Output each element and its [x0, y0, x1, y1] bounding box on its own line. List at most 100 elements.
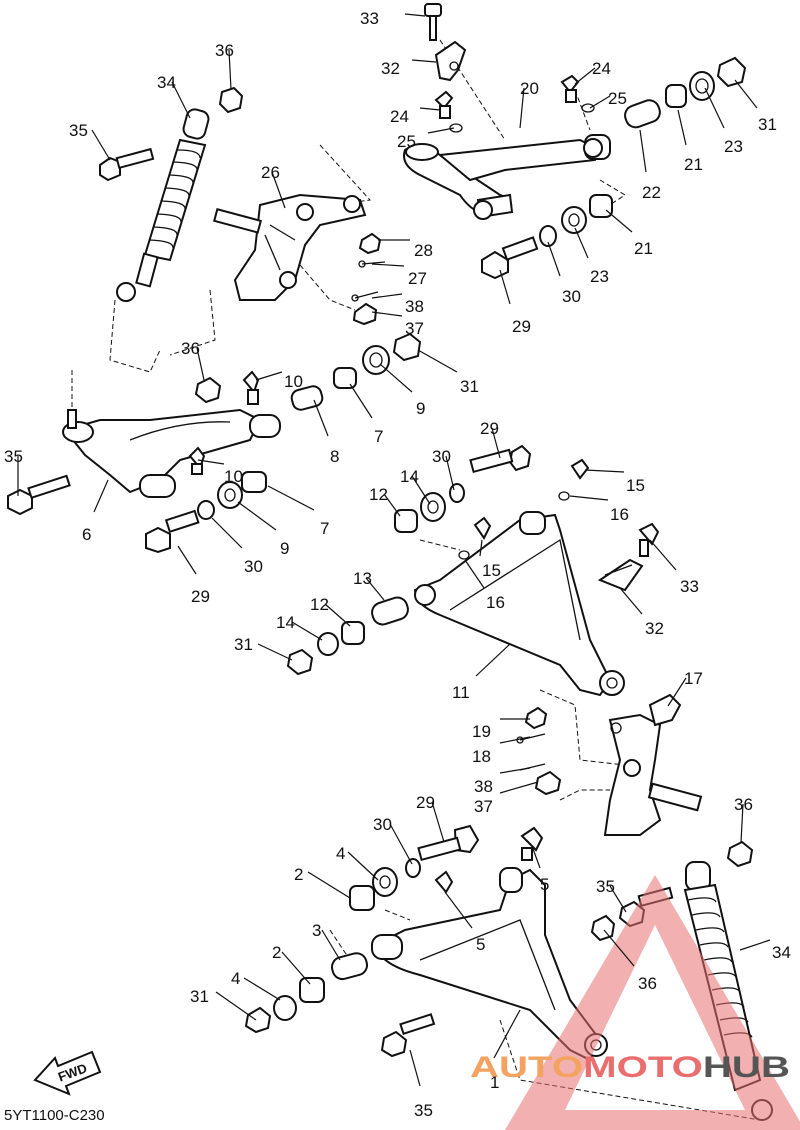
- callout-c18: 18: [472, 747, 491, 766]
- leader-line-c24a: [419, 107, 441, 111]
- leader-line-c7b: [267, 485, 315, 511]
- callout-c16b: 16: [486, 593, 505, 612]
- leader-line-c36a: [228, 49, 232, 91]
- bracket-32-top: [434, 40, 467, 82]
- callout-c15b: 15: [482, 561, 501, 580]
- callout-c29c: 29: [191, 587, 210, 606]
- callout-c13: 13: [353, 569, 372, 588]
- leader-line-c21a: [677, 109, 687, 146]
- callout-c35b: 35: [4, 447, 23, 466]
- callout-c23b: 23: [590, 267, 609, 286]
- bolt-29-left: [145, 509, 200, 554]
- lower-left-bushings-7-8-9-10: [188, 332, 422, 520]
- callout-c5a: 5: [540, 875, 549, 894]
- callout-c24a: 24: [390, 107, 409, 126]
- leader-line-c25b: [589, 95, 611, 109]
- nut-pin-27-28-37-38: [351, 232, 386, 326]
- callout-c14a: 14: [400, 467, 419, 486]
- leader-line-c30c: [211, 517, 243, 549]
- leader-line-c30a: [547, 241, 561, 277]
- callout-c22: 22: [642, 183, 661, 202]
- leader-line-c5b: [444, 891, 473, 929]
- leader-line-c22: [639, 129, 647, 173]
- callout-c12a: 12: [369, 485, 388, 504]
- callout-c8: 8: [330, 447, 339, 466]
- leader-line-c5a: [531, 845, 541, 869]
- leader-line-c13: [365, 577, 385, 601]
- leader-line-c36b: [196, 347, 205, 381]
- leader-line-c29a: [499, 269, 511, 305]
- callout-c24b: 24: [592, 59, 611, 78]
- callout-c14b: 14: [276, 613, 295, 632]
- callout-c20: 20: [520, 79, 539, 98]
- callout-c12b: 12: [310, 595, 329, 614]
- callout-c36a: 36: [215, 41, 234, 60]
- leader-line-c2a: [307, 871, 351, 899]
- shock-absorber-34-left: [99, 86, 244, 302]
- leader-line-c9b: [237, 501, 277, 531]
- callout-c9a: 9: [416, 399, 425, 418]
- callout-c31b: 31: [460, 377, 479, 396]
- watermark-part-a: AUTO: [470, 1051, 583, 1084]
- callout-c10b: 10: [224, 467, 243, 486]
- callout-c33a: 33: [360, 9, 379, 28]
- leader-line-c36c: [740, 803, 744, 843]
- leader-line-c34a: [171, 81, 191, 119]
- callout-c23a: 23: [724, 137, 743, 156]
- bracket-32-33-right: [597, 522, 660, 592]
- bolt-33-top: [424, 3, 442, 41]
- leader-line-c32a: [411, 59, 437, 63]
- leader-line-c15a: [584, 469, 625, 473]
- leader-line-c33b: [649, 539, 677, 571]
- callout-c38b: 38: [474, 777, 493, 796]
- leader-line-c12a: [383, 493, 401, 517]
- leader-line-c31a: [734, 79, 758, 109]
- callout-layer: 3332242520242531232122212330292628273837…: [4, 9, 791, 1120]
- callout-c30d: 30: [373, 815, 392, 834]
- watermark-part-b: MOTO: [583, 1051, 703, 1084]
- leader-line-c38b: [499, 767, 531, 774]
- callout-c5b: 5: [476, 935, 485, 954]
- leader-line-c23b: [574, 227, 589, 259]
- callout-c16a: 16: [610, 505, 629, 524]
- leader-line-c27: [371, 263, 405, 267]
- callout-c32b: 32: [645, 619, 664, 638]
- callout-c35d: 35: [414, 1101, 433, 1120]
- leader-line-c38a: [371, 293, 403, 299]
- leader-line-c35a: [91, 129, 111, 161]
- leader-line-c23a: [704, 87, 725, 129]
- callout-c10a: 10: [284, 372, 303, 391]
- leader-line-c21b: [605, 209, 633, 233]
- leader-line-c26: [271, 171, 286, 209]
- leader-line-c10a: [255, 371, 283, 381]
- callout-c35c: 35: [596, 877, 615, 896]
- callout-c36b: 36: [181, 339, 200, 358]
- callout-c9b: 9: [280, 539, 289, 558]
- leader-line-c31d: [215, 991, 257, 1021]
- leader-line-c34b: [739, 939, 771, 951]
- leader-line-c4a: [347, 851, 379, 881]
- callout-c36c: 36: [734, 795, 753, 814]
- lower-arm-6: [7, 408, 281, 516]
- leader-line-c14a: [411, 475, 431, 505]
- callout-c4a: 4: [336, 844, 345, 863]
- leader-line-c20: [519, 87, 525, 129]
- leader-line-c3: [321, 929, 341, 961]
- callout-c35a: 35: [69, 121, 88, 140]
- callout-c2a: 2: [294, 865, 303, 884]
- callout-c17: 17: [684, 669, 703, 688]
- callout-c37a: 37: [405, 319, 424, 338]
- callout-c33b: 33: [680, 577, 699, 596]
- callout-c28: 28: [414, 241, 433, 260]
- leader-line-c29b: [491, 427, 501, 459]
- callout-c29b: 29: [480, 419, 499, 438]
- callout-c29a: 29: [512, 317, 531, 336]
- leader-line-c37a: [371, 311, 403, 317]
- callout-c31d: 31: [190, 987, 209, 1006]
- callout-c34a: 34: [157, 73, 176, 92]
- callout-c6: 6: [82, 525, 91, 544]
- leader-line-c15b: [479, 539, 483, 557]
- lower-right-bushings-12-13-14-15-16: [286, 444, 590, 676]
